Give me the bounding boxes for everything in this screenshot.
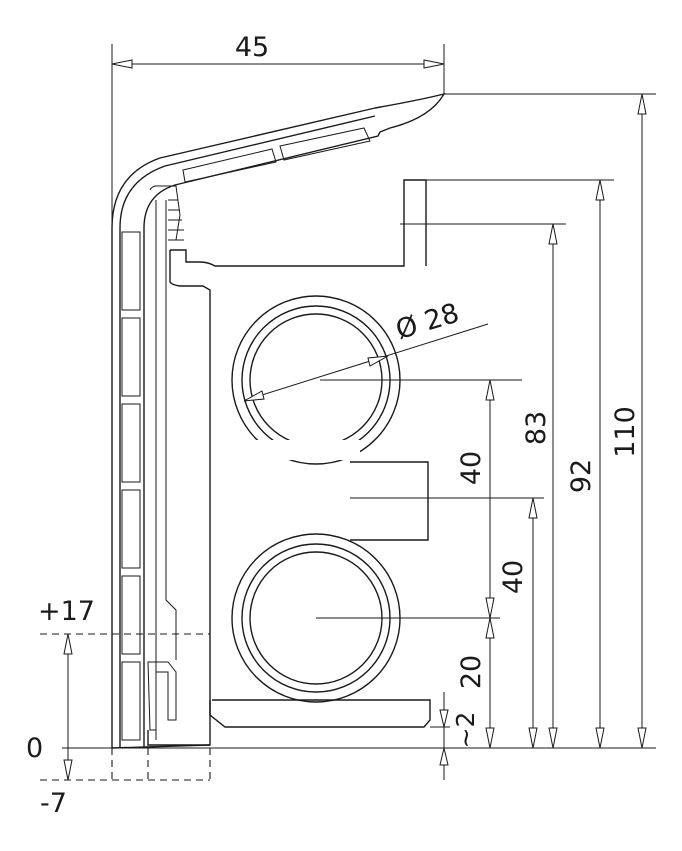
dim-offset-2: ~2 [451, 712, 480, 749]
outer-cells [121, 231, 141, 741]
level-zero: 0 [26, 733, 43, 764]
top-cells [182, 127, 371, 183]
dimension-labels: 45 Ø 28 110 92 83 40 40 20 ~2 +17 0 -7 [26, 32, 641, 819]
level-minus-7: -7 [40, 788, 67, 819]
dim-height-92: 92 [566, 459, 597, 493]
dim-height-110: 110 [610, 406, 641, 458]
dim-spacing-40-lower: 40 [498, 560, 529, 594]
dim-spacing-40-upper: 40 [456, 451, 487, 485]
level-plus-17: +17 [38, 596, 95, 627]
dim-diameter-28: Ø 28 [392, 298, 462, 346]
dimension-lines [40, 44, 656, 781]
dim-height-83: 83 [521, 411, 552, 445]
dim-height-20: 20 [456, 655, 487, 689]
dim-width-45: 45 [235, 32, 269, 63]
